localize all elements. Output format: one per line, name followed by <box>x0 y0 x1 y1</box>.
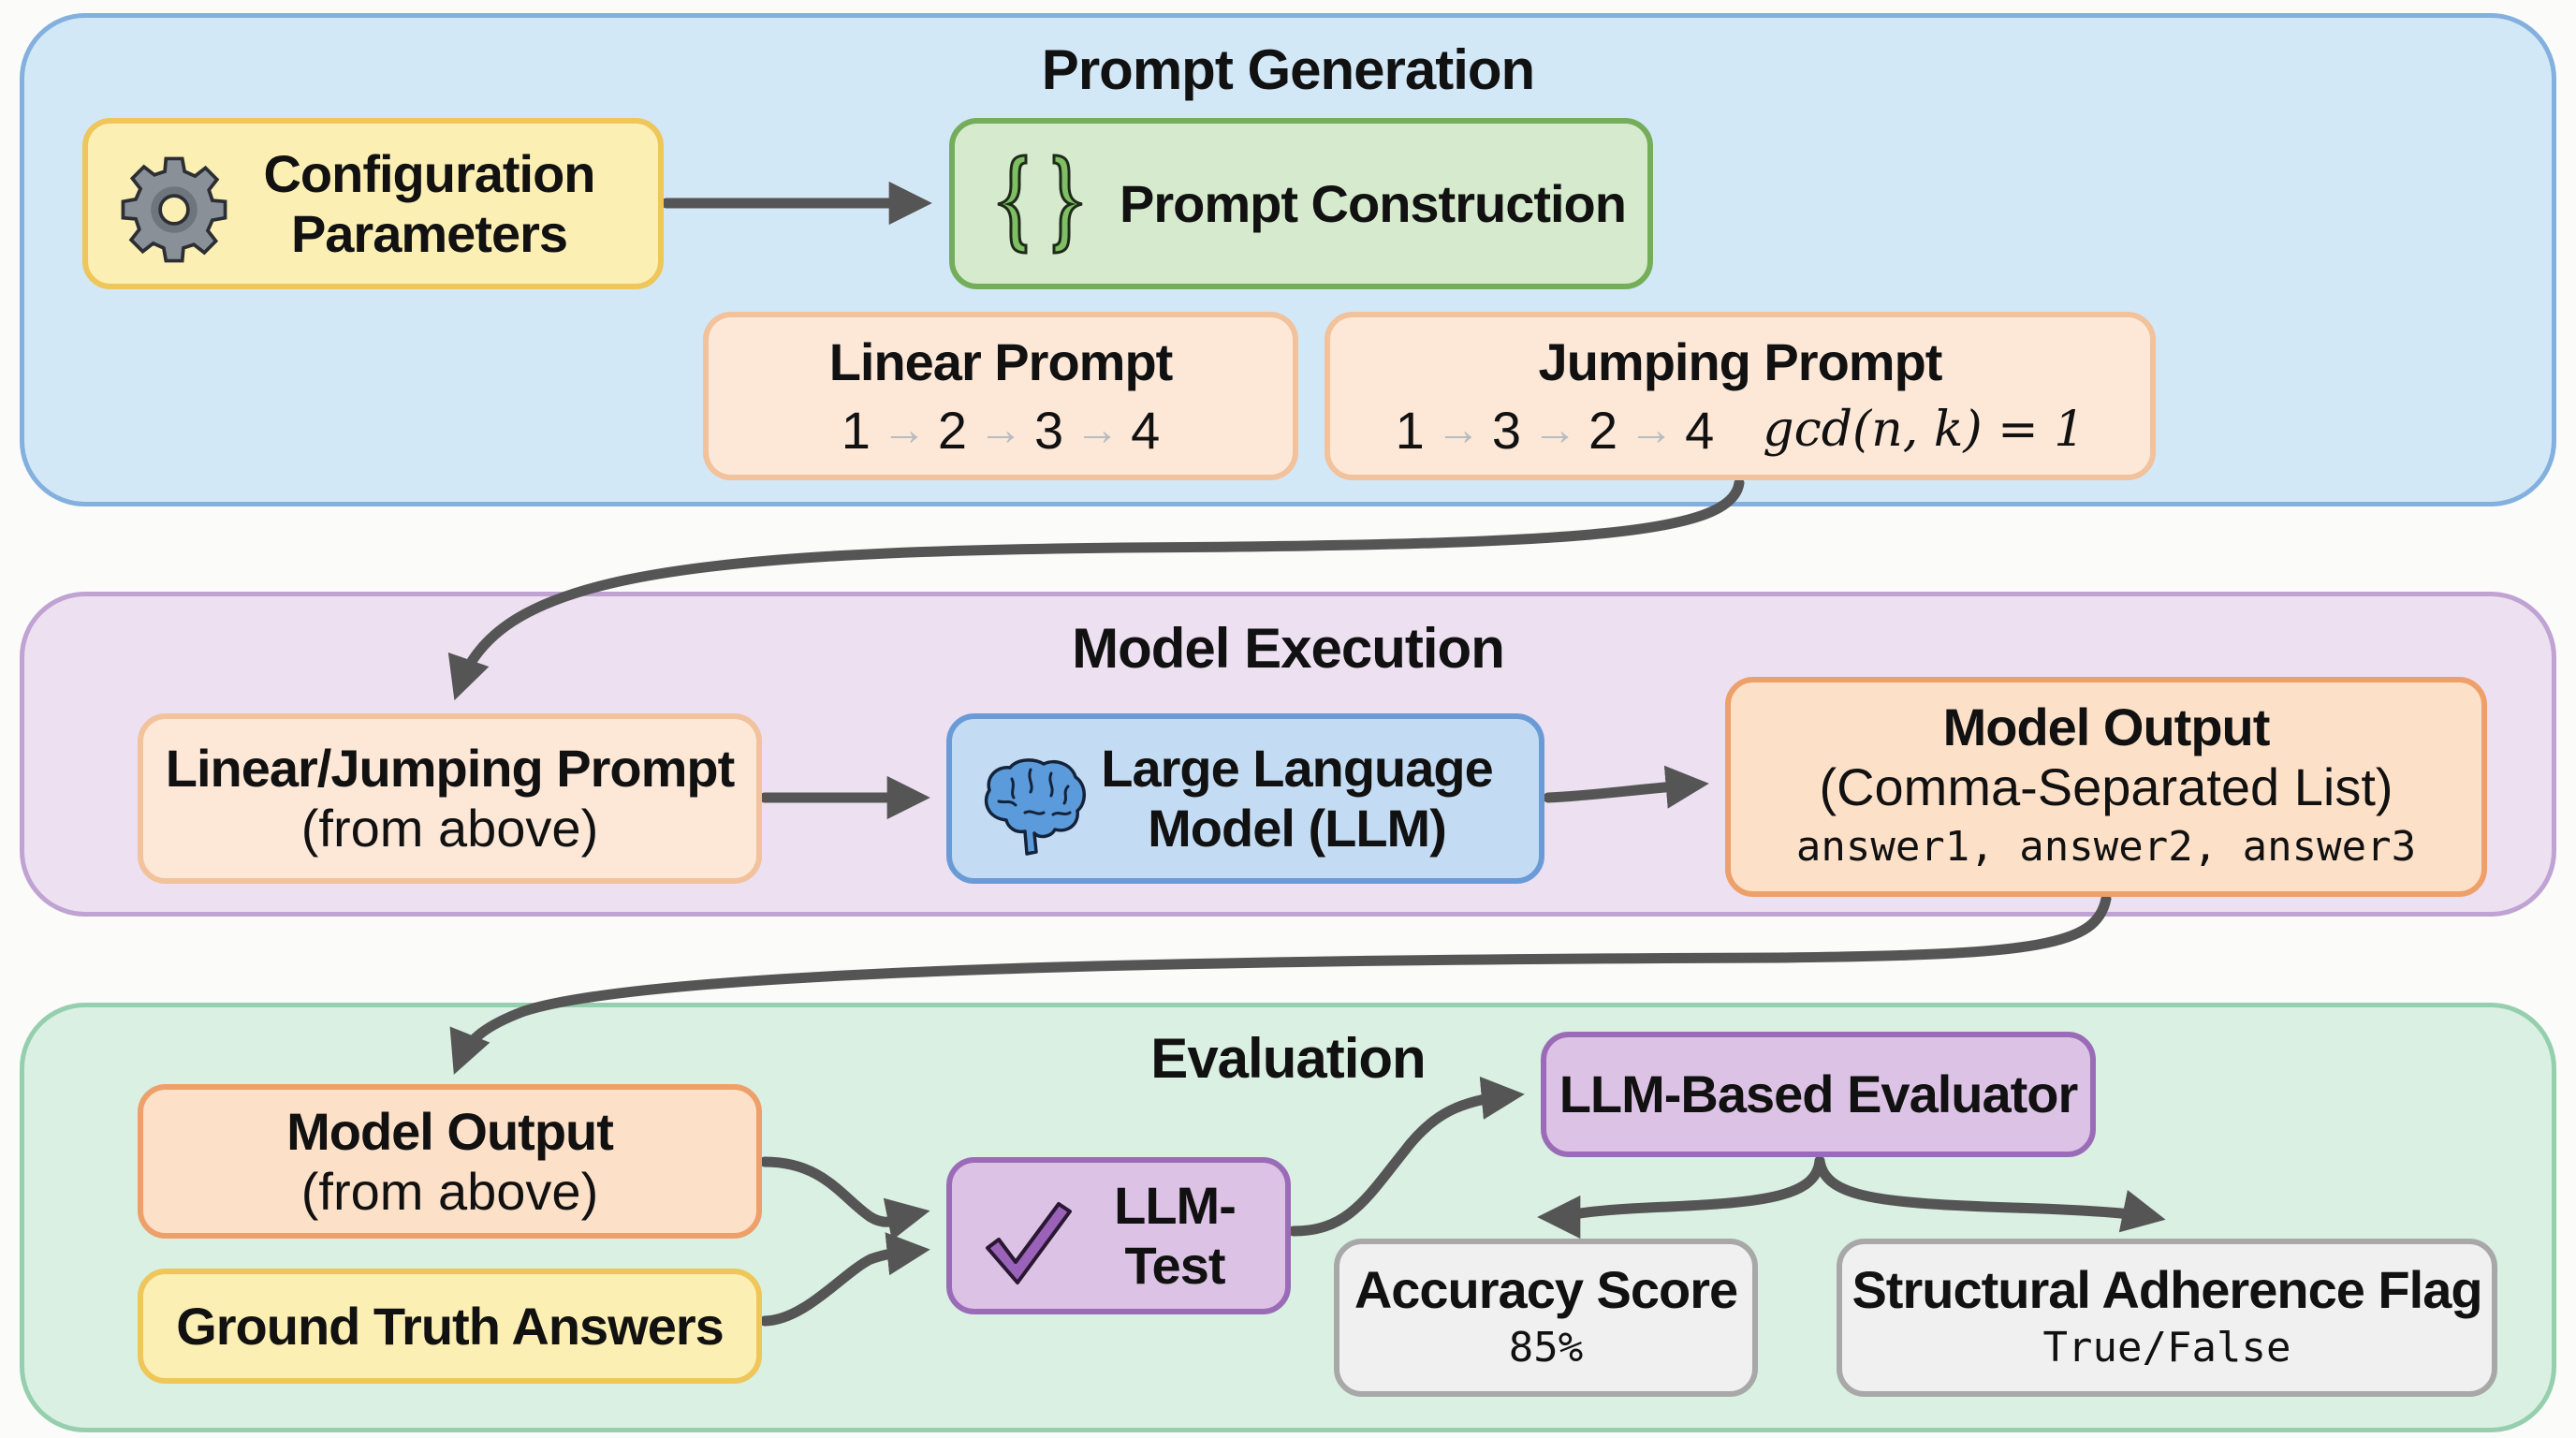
eval-model-output-subtitle: (from above) <box>300 1161 599 1221</box>
linear-prompt-box: Linear Prompt 1 → 2 → 3 → 4 <box>703 312 1298 480</box>
linear-jumping-prompt-box: Linear/Jumping Prompt (from above) <box>138 713 762 884</box>
seq-item: 2 <box>937 400 967 460</box>
prompt-generation-title: Prompt Generation <box>1041 38 1535 101</box>
gcd-condition: gcd(n, k) = 1 <box>1763 402 2086 458</box>
linear-sequence: 1 → 2 → 3 → 4 <box>842 400 1161 461</box>
model-output-title: Model Output <box>1942 697 2271 756</box>
configuration-label-line1: Configuration <box>263 143 595 203</box>
configuration-parameters-box: Configuration Parameters <box>82 118 664 289</box>
evaluation-title: Evaluation <box>1150 1027 1426 1090</box>
arrow-llmtest-to-evaluator <box>1288 1076 1525 1237</box>
structural-adherence-title: Structural Adherence Flag <box>1852 1259 2482 1319</box>
arrow-evaluator-to-structural <box>1814 1155 2166 1233</box>
llm-label-line2: Model (LLM) <box>1148 799 1447 858</box>
structural-adherence-value: True/False <box>2042 1323 2291 1372</box>
seq-item: 4 <box>1131 400 1161 460</box>
arrow-right-icon: → <box>1435 404 1481 455</box>
arrow-right-icon: → <box>978 404 1023 455</box>
linear-prompt-title: Linear Prompt <box>828 331 1174 391</box>
arrow-right-icon: → <box>1629 404 1675 455</box>
eval-model-output-title: Model Output <box>286 1101 614 1161</box>
llm-label-line1: Large Language <box>1101 739 1494 798</box>
arrow-right-icon: → <box>881 404 927 455</box>
arrow-jumping-to-execution <box>447 477 1745 701</box>
llm-evaluator-box: LLM-Based Evaluator <box>1541 1032 2096 1157</box>
input-label-line2: (from above) <box>300 799 599 858</box>
brain-icon <box>984 758 1086 856</box>
ground-truth-box: Ground Truth Answers <box>138 1269 762 1384</box>
jumping-prompt-title: Jumping Prompt <box>1538 331 1943 391</box>
arrow-llm-to-output <box>1543 765 1709 809</box>
seq-item: 3 <box>1491 400 1521 460</box>
configuration-label-line2: Parameters <box>290 203 568 263</box>
llm-evaluator-label: LLM-Based Evaluator <box>1559 1064 2079 1123</box>
seq-item: 1 <box>1395 400 1425 460</box>
seq-item: 2 <box>1588 400 1618 460</box>
eval-model-output-box: Model Output (from above) <box>138 1084 762 1239</box>
llm-test-box: LLM- Test <box>946 1157 1291 1314</box>
arrow-modeloutput-to-llmtest <box>759 1156 930 1241</box>
accuracy-score-title: Accuracy Score <box>1354 1259 1738 1319</box>
gear-icon <box>121 156 227 263</box>
model-output-box: Model Output (Comma-Separated List) answ… <box>1725 677 2487 897</box>
arrow-output-to-evaluation <box>449 893 2112 1075</box>
accuracy-score-value: 85% <box>1508 1323 1584 1372</box>
model-output-subtitle: (Comma-Separated List) <box>1819 756 2393 816</box>
structural-adherence-box: Structural Adherence Flag True/False <box>1837 1239 2497 1397</box>
curly-braces-icon <box>997 153 1083 255</box>
accuracy-score-box: Accuracy Score 85% <box>1334 1239 1758 1397</box>
seq-item: 4 <box>1685 400 1715 460</box>
jumping-prompt-box: Jumping Prompt 1 → 3 → 2 → 4 gcd(n, k) =… <box>1325 312 2156 480</box>
checkmark-icon <box>986 1202 1072 1284</box>
prompt-construction-label: Prompt Construction <box>1120 173 1627 233</box>
arrow-right-icon: → <box>1075 404 1120 455</box>
ground-truth-label: Ground Truth Answers <box>176 1296 724 1356</box>
model-output-example: answer1, answer2, answer3 <box>1795 822 2417 871</box>
seq-item: 1 <box>841 400 871 460</box>
input-label-line1: Linear/Jumping Prompt <box>165 739 735 798</box>
prompt-construction-box: Prompt Construction <box>949 118 1653 289</box>
model-execution-title: Model Execution <box>1072 617 1505 680</box>
llm-test-line1: LLM- <box>1114 1176 1237 1235</box>
llm-box: Large Language Model (LLM) <box>946 713 1544 884</box>
jumping-sequence: 1 → 3 → 2 → 4 gcd(n, k) = 1 <box>1396 400 2086 461</box>
arrow-groundtruth-to-llmtest <box>759 1232 930 1327</box>
seq-item: 3 <box>1034 400 1064 460</box>
arrow-evaluator-to-accuracy <box>1537 1155 1825 1240</box>
llm-test-line2: Test <box>1124 1236 1226 1295</box>
arrow-right-icon: → <box>1531 404 1577 455</box>
